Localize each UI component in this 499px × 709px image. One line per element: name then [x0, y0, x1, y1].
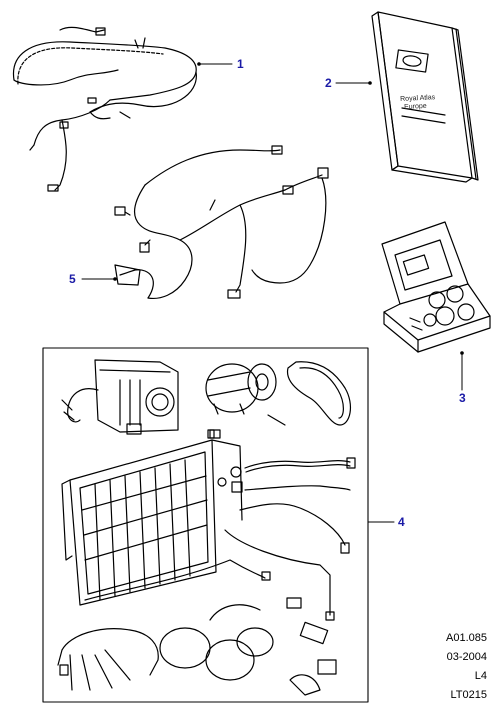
- callout-4: 4: [398, 515, 405, 529]
- item-4-ac-pipes: [84, 457, 356, 621]
- item-4-evaporator: [61, 359, 179, 435]
- callout-1: 1: [237, 57, 244, 71]
- callout-3: 3: [459, 391, 466, 405]
- footer-code: A01.085: [446, 632, 487, 644]
- callout-5: 5: [69, 272, 76, 286]
- item-2-book: [371, 11, 479, 183]
- item-1-wiring-harness: [12, 26, 197, 192]
- footer-date: 03-2004: [446, 651, 487, 663]
- footer-level: L4: [474, 670, 487, 682]
- item-4-drive-belt: [286, 361, 352, 426]
- item-4-condenser: [61, 429, 243, 606]
- callout-2: 2: [325, 76, 332, 90]
- footer-ref: LT0215: [450, 689, 488, 701]
- item-4-box: [42, 347, 369, 703]
- item-5-wiring-harness: [114, 145, 329, 300]
- item-3-bulb-kit: [381, 221, 491, 353]
- item-4-compressor: [205, 363, 286, 439]
- leader-lines: [81, 63, 463, 523]
- book-title-line-2: Europe: [404, 102, 427, 111]
- item-4-small-parts: [57, 597, 337, 696]
